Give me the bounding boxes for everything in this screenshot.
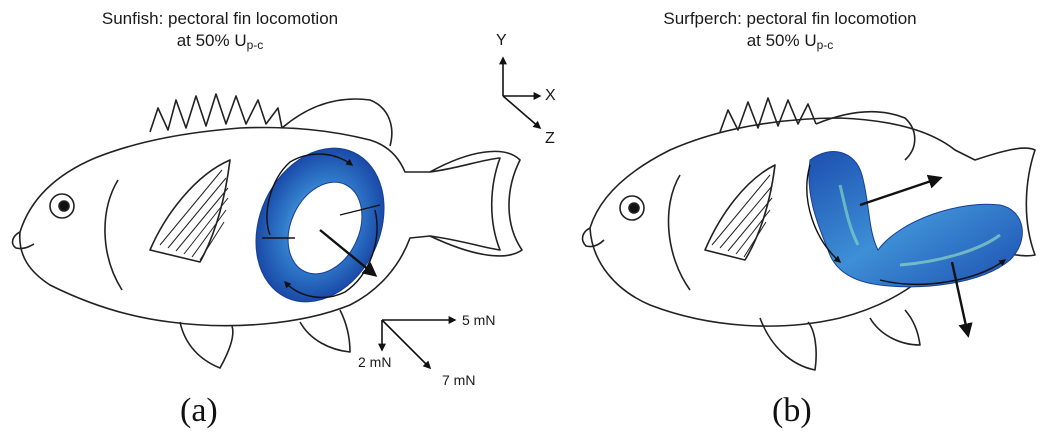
axis-label-z: Z	[545, 130, 555, 148]
panel-label-b: (b)	[772, 392, 812, 430]
panel-b-title: Surfperch: pectoral fin locomotion at 50…	[630, 8, 950, 56]
vortex-ring-sunfish	[232, 127, 408, 323]
panel-a-title-line1: Sunfish: pectoral fin locomotion	[70, 8, 370, 30]
scale-label-z: 7 mN	[442, 372, 475, 388]
panel-b-title-line1: Surfperch: pectoral fin locomotion	[630, 8, 950, 30]
panel-label-a: (a)	[180, 392, 218, 430]
panel-b-title-line2: at 50% Up-c	[630, 30, 950, 56]
axis-label-x: X	[545, 87, 556, 105]
panel-a-title-line2: at 50% Up-c	[70, 30, 370, 56]
vortex-tube-surfperch	[807, 152, 1022, 335]
coordinate-axes	[503, 58, 540, 128]
force-scale-bar	[382, 320, 455, 368]
scale-label-x: 5 mN	[462, 312, 495, 328]
force-arrow-surfperch-upper	[860, 178, 940, 205]
axis-label-y: Y	[496, 32, 507, 50]
panel-a-title: Sunfish: pectoral fin locomotion at 50% …	[70, 8, 370, 56]
scale-label-y: 2 mN	[358, 354, 391, 370]
